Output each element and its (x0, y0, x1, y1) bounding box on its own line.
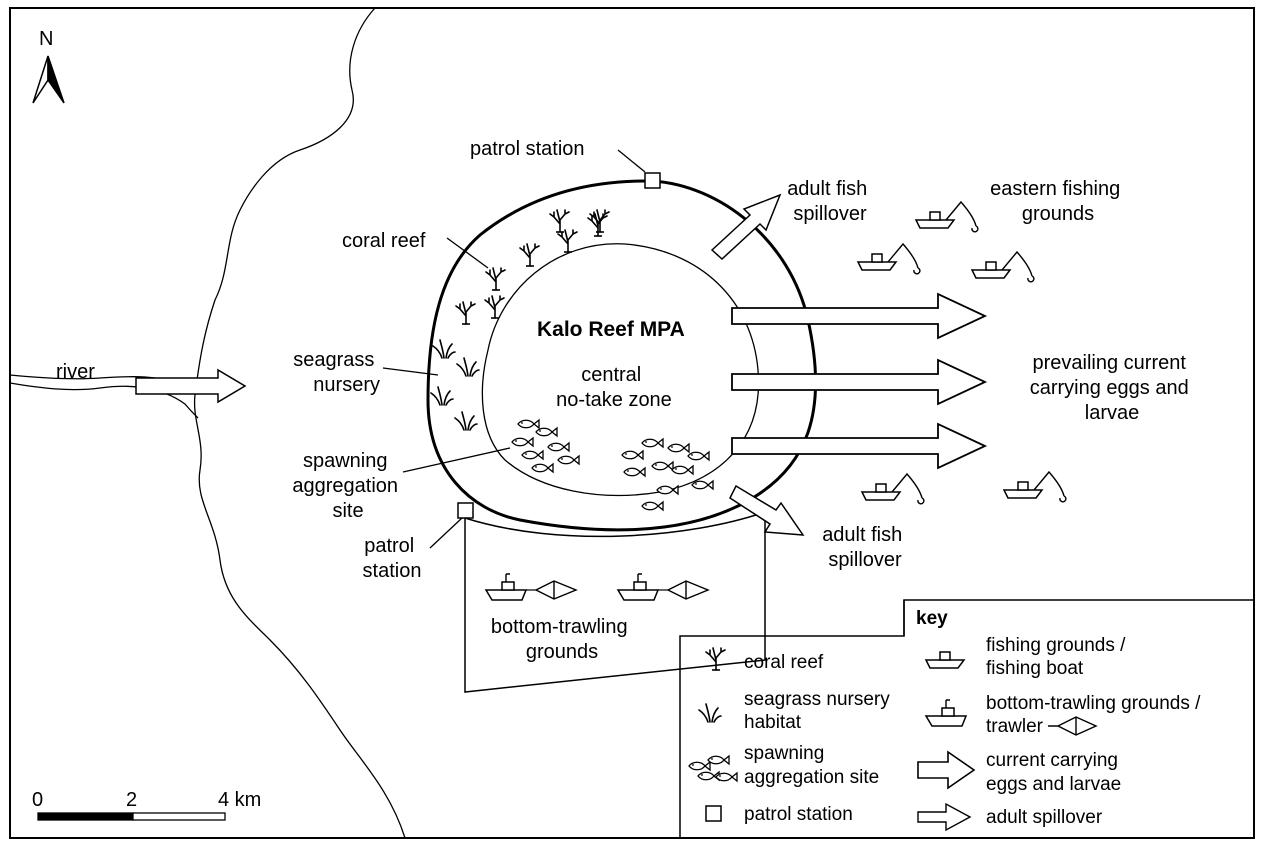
key-coral-label: coral reef (744, 652, 824, 673)
key-trawl-label: bottom-trawling grounds / trawler (986, 693, 1206, 737)
patrol-station-top (644, 172, 661, 189)
spillover-arrow-bottom (729, 484, 805, 536)
map-labels: river coral reef seagrass nursery spawni… (56, 138, 1195, 663)
svg-text:0: 0 (32, 789, 43, 811)
label-patrol-top: patrol station (470, 138, 585, 160)
north-arrow: N (32, 28, 65, 104)
map-title: Kalo Reef MPA (537, 318, 685, 341)
patrol-station-bottom (457, 502, 474, 519)
svg-text:N: N (39, 28, 53, 50)
label-spillover-top: adult fish spillover (787, 178, 873, 225)
key-title: key (916, 608, 948, 629)
current-arrows (731, 292, 988, 470)
bottom-trawling-grounds (464, 510, 766, 693)
key-spawning-label: spawning aggregation site (744, 743, 879, 788)
label-coral-reef: coral reef (342, 230, 426, 252)
label-no-take: central no-take zone (556, 364, 672, 411)
label-trawling-grounds: bottom-trawling grounds (491, 616, 633, 663)
coastline (193, 7, 406, 839)
label-current: prevailing current carrying eggs and lar… (1030, 352, 1195, 424)
scale-bar: 0 2 4 km (32, 789, 261, 821)
label-spillover-bottom: adult fish spillover (822, 524, 908, 571)
key-seagrass-label: seagrass nursery habitat (744, 689, 895, 733)
label-spawning: spawning aggregation site (292, 450, 403, 522)
spillover-arrow-top (710, 193, 782, 261)
map-key: key coral reef seagrass nursery habitat … (679, 599, 1254, 838)
leader-lines (382, 149, 646, 549)
label-patrol-bottom: patrol station (363, 535, 422, 582)
key-fishing-label: fishing grounds / fishing boat (986, 635, 1131, 679)
key-patrol-label: patrol station (744, 804, 853, 825)
key-spill-label: adult spillover (986, 807, 1103, 828)
svg-text:4 km: 4 km (218, 789, 261, 811)
river-inflow-arrow (135, 368, 247, 404)
label-seagrass: seagrass nursery (293, 349, 380, 396)
label-eastern-grounds: eastern fishing grounds (990, 178, 1126, 225)
label-river: river (56, 361, 95, 383)
svg-text:2: 2 (126, 789, 137, 811)
key-current-label: current carrying eggs and larvae (986, 750, 1123, 795)
